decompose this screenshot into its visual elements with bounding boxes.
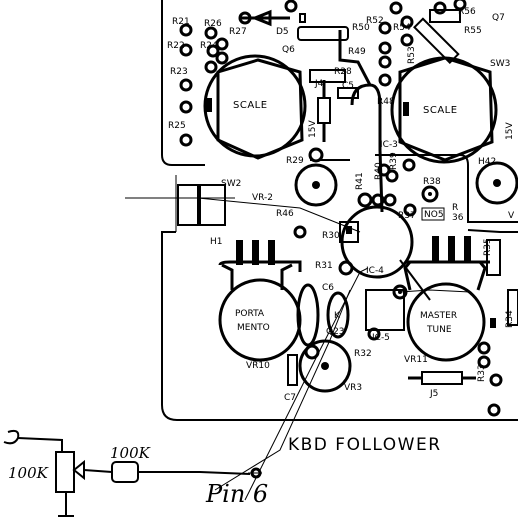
label-no5: NO5 <box>424 210 444 220</box>
porta-mento-pot: PORTA MENTO <box>218 263 302 362</box>
porta-label-2: MENTO <box>237 323 270 333</box>
label-vr11: VR11 <box>404 355 428 365</box>
scale-pot-right: SCALE <box>390 56 498 164</box>
label-r21: R21 <box>172 17 190 27</box>
label-r30: R30 <box>322 231 340 241</box>
master-tune-pot: MASTER TUNE <box>403 261 496 362</box>
resistor-value-note: 100K <box>110 444 151 462</box>
label-q6: Q6 <box>282 45 295 55</box>
label-k: K <box>334 311 341 321</box>
board-title: KBD FOLLOWER <box>288 435 442 455</box>
label-vr2: VR-2 <box>252 193 273 203</box>
label-r49: R49 <box>348 47 366 57</box>
label-r39: R39 <box>389 152 399 170</box>
label-r48: R48 <box>377 97 395 107</box>
h1-connector <box>218 236 490 272</box>
label-j5: J5 <box>429 389 438 399</box>
label-r: R <box>452 203 458 213</box>
scale-pot-left: SCALE <box>203 54 307 160</box>
label-v: V <box>508 211 515 221</box>
label-r24: R24 <box>200 41 218 51</box>
label-r40: R40 <box>374 162 384 180</box>
pot-value-note: 100K <box>8 464 49 482</box>
label-vr10: VR10 <box>246 361 270 371</box>
component-labels: R21 R26 R27 D5 R22 R24 Q6 R23 R25 R50 R5… <box>167 7 515 403</box>
handwritten-mod: 100K 100K Pin 6 <box>3 429 268 517</box>
label-h1: H1 <box>210 237 223 247</box>
scale-right-label: SCALE <box>423 105 458 116</box>
label-j4: J4 <box>314 79 324 89</box>
label-r56: R56 <box>458 7 476 17</box>
label-d5: D5 <box>276 27 289 37</box>
label-r29: R29 <box>286 156 304 166</box>
scale-left-label: SCALE <box>233 100 268 111</box>
label-q23: Q23 <box>326 327 345 337</box>
label-c6: C6 <box>322 283 334 293</box>
label-r54: R54 <box>393 23 411 33</box>
label-r38: R38 <box>423 177 441 187</box>
label-q7: Q7 <box>492 13 505 23</box>
label-r41: R41 <box>355 172 365 190</box>
label-36: 36 <box>452 213 464 223</box>
label-ic3: IC-3 <box>380 140 398 150</box>
label-r33: R33 <box>477 364 487 382</box>
label-r46: R46 <box>276 209 294 219</box>
label-r35: R35 <box>483 238 493 256</box>
label-r50: R50 <box>352 23 370 33</box>
label-r32: R32 <box>354 349 372 359</box>
label-sw3: SW3 <box>490 59 510 69</box>
label-c5: C5 <box>342 81 354 91</box>
porta-label-1: PORTA <box>235 309 265 319</box>
label-r52: R52 <box>366 16 384 26</box>
label-r23: R23 <box>170 67 188 77</box>
label-c7: C7 <box>284 393 296 403</box>
master-label-1: MASTER <box>420 311 457 321</box>
label-ic5: IC-5 <box>372 333 390 343</box>
label-vr3: VR3 <box>344 383 362 393</box>
label-r34: R34 <box>505 310 515 328</box>
label-sw2: SW2 <box>221 179 241 189</box>
label-ic4: IC-4 <box>366 266 384 276</box>
label-r26: R26 <box>204 19 222 29</box>
label-r37: R37 <box>398 211 416 221</box>
label-h42: H42 <box>478 157 496 167</box>
label-r22: R22 <box>167 41 185 51</box>
label-r53: R53 <box>407 46 417 64</box>
label-r25: R25 <box>168 121 186 131</box>
label-15v-left: 15V <box>308 120 318 138</box>
label-15v-right: 15V <box>505 122 515 140</box>
label-r31: R31 <box>315 261 333 271</box>
label-r28: R28 <box>334 67 352 77</box>
label-r55: R55 <box>464 26 482 36</box>
label-r27: R27 <box>229 27 247 37</box>
ic4-area <box>197 30 518 501</box>
passive-parts <box>125 9 518 386</box>
master-label-2: TUNE <box>426 325 452 335</box>
pin-6-note: Pin 6 <box>205 480 268 508</box>
